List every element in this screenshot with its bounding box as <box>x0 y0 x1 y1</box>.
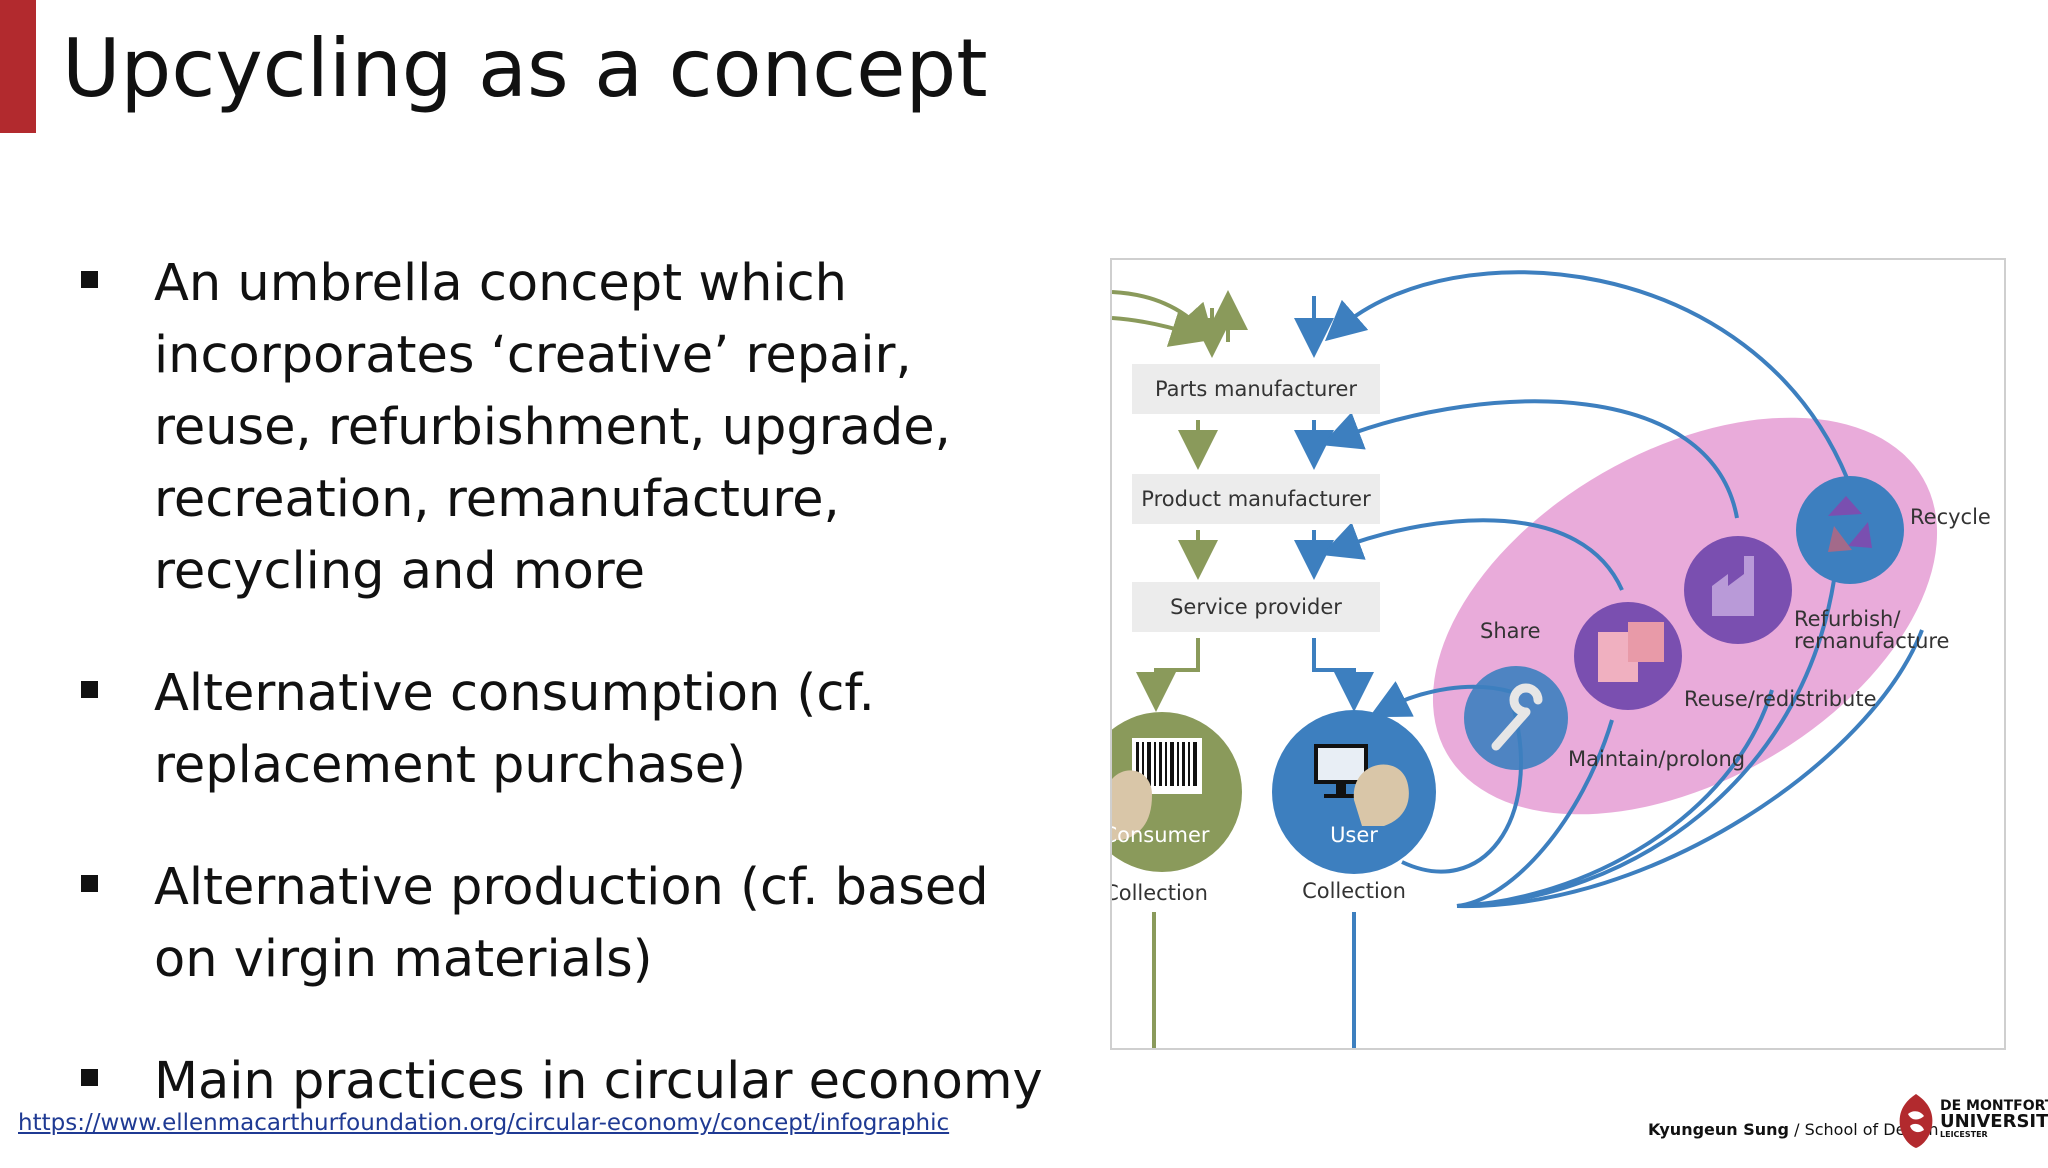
source-link[interactable]: https://www.ellenmacarthurfoundation.org… <box>18 1110 950 1136</box>
consumer-label: Consumer <box>1112 823 1210 847</box>
product-manufacturer-box <box>1132 474 1380 524</box>
factory-icon <box>1712 556 1754 616</box>
green-flow-arrow <box>1112 308 1212 347</box>
logo-text: DE MONTFORT UNIVERSITY LEICESTER <box>1940 1098 2048 1140</box>
bullet-text: Alternative production (cf. based on vir… <box>154 858 989 989</box>
author-name: Kyungeun Sung <box>1648 1120 1789 1139</box>
reuse-label: Reuse/redistribute <box>1684 687 1877 711</box>
collection-left-label: Collection <box>1112 881 1208 905</box>
parts-manufacturer-label: Parts manufacturer <box>1155 377 1357 401</box>
green-flow-arrow <box>1136 638 1200 712</box>
user-label: User <box>1330 823 1378 847</box>
university-logo: DE MONTFORT UNIVERSITY LEICESTER <box>1894 1092 2048 1150</box>
recycle-circle <box>1796 476 1904 584</box>
bullet-text: Alternative consumption (cf. replacement… <box>154 664 875 795</box>
boxes-icon <box>1598 622 1664 682</box>
computer-icon <box>1314 744 1368 798</box>
loops-ellipse <box>1432 417 1938 815</box>
collection-arc <box>1456 719 1614 908</box>
recycle-icon <box>1828 496 1872 552</box>
bullet-text: An umbrella concept which incorporates ‘… <box>154 254 951 601</box>
reuse-return-arc <box>1321 518 1624 591</box>
product-manufacturer-label: Product manufacturer <box>1141 487 1371 511</box>
diagram-canvas: Parts manufacturer Product manufacturer … <box>1112 270 1991 1048</box>
recycle-label: Recycle <box>1910 505 1991 529</box>
barcode-icon <box>1112 738 1202 840</box>
blue-flow-arrow <box>1312 638 1374 712</box>
bullet-marker-icon <box>81 1069 98 1086</box>
bullet-item: Alternative consumption (cf. replacement… <box>78 658 1058 802</box>
bullet-item: An umbrella concept which incorporates ‘… <box>78 248 1058 608</box>
maintain-label: Maintain/prolong <box>1568 747 1745 771</box>
refurbish-return-arc <box>1321 399 1739 519</box>
refurbish-label: Refurbish/ <box>1794 607 1901 631</box>
university-crest-icon <box>1899 1094 1933 1148</box>
bullet-marker-icon <box>81 271 98 288</box>
service-provider-box <box>1132 582 1380 632</box>
recycle-return-arc <box>1324 270 1849 479</box>
bullet-marker-icon <box>81 681 98 698</box>
parts-manufacturer-box <box>1132 364 1380 414</box>
collection-arc <box>1456 579 1836 908</box>
bullet-list: An umbrella concept which incorporates ‘… <box>78 248 1058 1168</box>
share-label: Share <box>1480 619 1541 643</box>
person-icon <box>1353 764 1409 826</box>
logo-line-3: LEICESTER <box>1940 1130 1988 1139</box>
logo-line-2: UNIVERSITY <box>1940 1111 2048 1132</box>
bullet-marker-icon <box>81 875 98 892</box>
logo-line-1: DE MONTFORT <box>1940 1098 2048 1114</box>
collection-arc <box>1456 629 1924 909</box>
remanufacture-label: remanufacture <box>1794 629 1949 653</box>
bullet-item: Main practices in circular economy <box>78 1046 1058 1118</box>
bullet-text: Main practices in circular economy <box>154 1052 1043 1111</box>
slide-title: Upcycling as a concept <box>62 22 988 115</box>
title-accent-bar <box>0 0 36 133</box>
service-provider-label: Service provider <box>1170 595 1342 619</box>
bullet-item: Alternative production (cf. based on vir… <box>78 852 1058 996</box>
wrench-icon <box>1491 683 1543 751</box>
collection-right-label: Collection <box>1302 879 1406 903</box>
circular-economy-diagram: Parts manufacturer Product manufacturer … <box>1110 258 2006 1050</box>
credit-separator: / <box>1789 1120 1805 1139</box>
